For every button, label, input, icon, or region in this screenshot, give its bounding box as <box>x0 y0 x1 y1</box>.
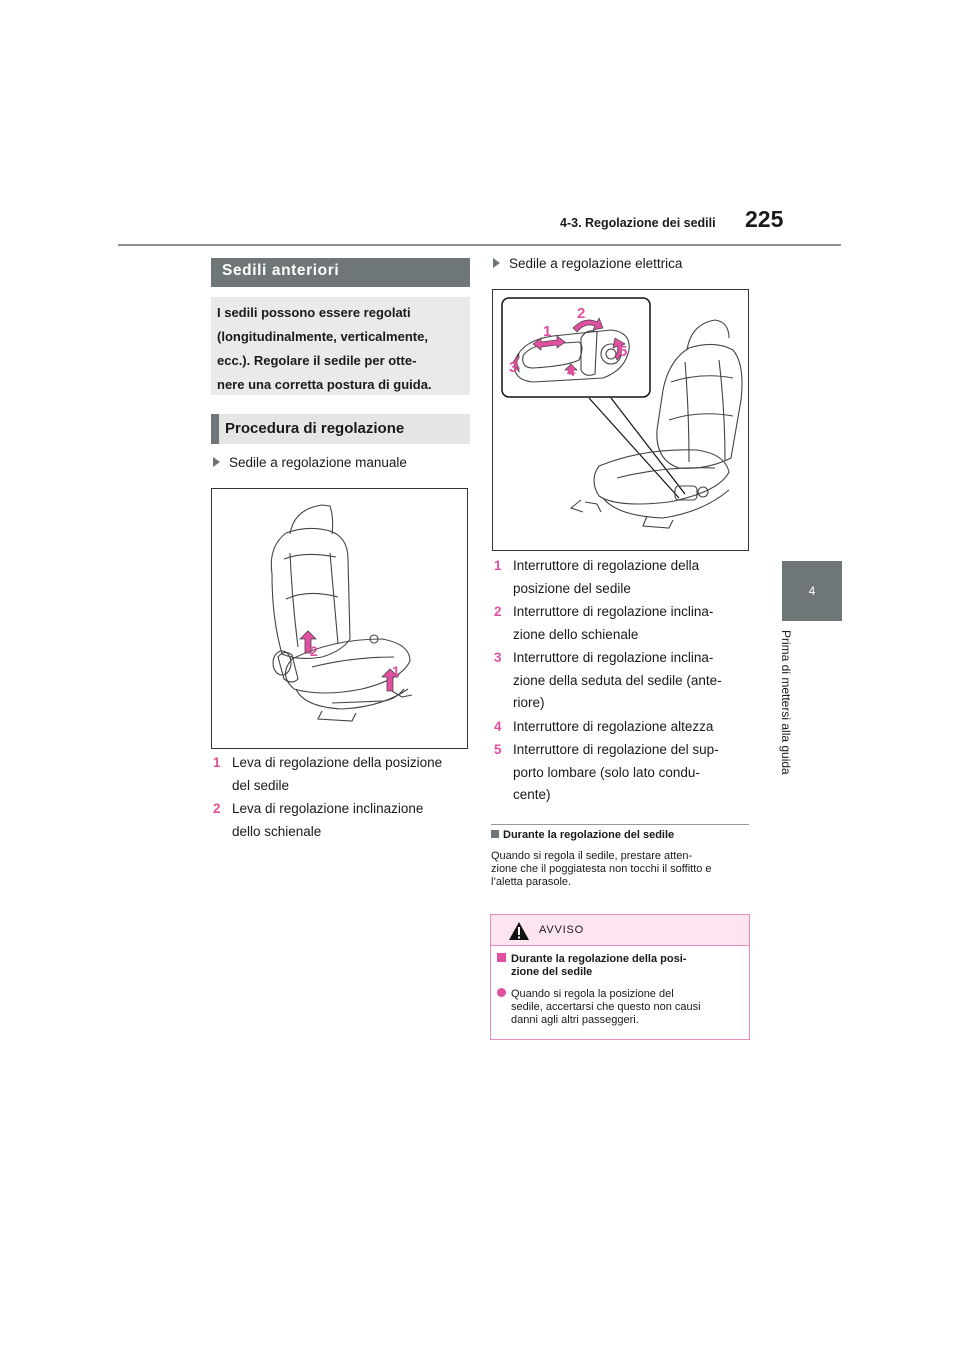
square-bullet-icon <box>491 830 499 838</box>
intro-line: nere una corretta postura di guida. <box>217 377 432 392</box>
item-number: 5 <box>494 742 502 757</box>
warning-text: Quando si regola la posizione del sedile… <box>497 988 741 1027</box>
list-item: 5 Interruttore di regolazione del sup- p… <box>494 739 754 807</box>
triangle-bullet-icon <box>213 457 220 467</box>
manual-seat-figure: 2 1 <box>211 488 468 749</box>
item-number: 2 <box>213 801 221 816</box>
item-line: zione della seduta del sedile (ante- <box>513 672 722 688</box>
arrow-2-icon <box>299 630 317 654</box>
arrow-5-icon <box>612 337 626 361</box>
warning-subheading-line: zione del sedile <box>511 966 593 978</box>
arrow-2-icon <box>572 317 604 333</box>
page-number: 225 <box>745 206 784 232</box>
item-line: dello schienale <box>232 823 322 839</box>
callout-1: 1 <box>543 323 551 340</box>
warning-box: AVVISO Durante la regolazione della posi… <box>490 914 750 1040</box>
warning-triangle-icon <box>509 922 529 940</box>
header-rule <box>118 244 841 246</box>
list-item: 2 Interruttore di regolazione inclina- z… <box>494 601 754 646</box>
chapter-title-text: Prima di mettersi alla guida <box>779 630 793 775</box>
warning-subheading: Durante la regolazione della posi- zione… <box>497 953 741 979</box>
circle-bullet-icon <box>497 988 506 997</box>
list-item: 2 Leva di regolazione inclinazione dello… <box>213 798 471 843</box>
chapter-title: Prima di mettersi alla guida <box>775 630 805 780</box>
item-line: del sedile <box>232 777 290 793</box>
item-line: Interruttore di regolazione inclina- <box>513 650 714 665</box>
intro-line: I sedili possono essere regolati <box>217 305 411 320</box>
manual-items-list: 1 Leva di regolazione della posizione de… <box>213 752 471 844</box>
warning-subheading-line: Durante la regolazione della posi- <box>511 953 687 965</box>
intro-line: ecc.). Regolare il sedile per otte- <box>217 353 417 368</box>
list-item: 1 Leva di regolazione della posizione de… <box>213 752 471 797</box>
callout-1: 1 <box>392 663 400 679</box>
list-item: 1 Interruttore di regolazione della posi… <box>494 555 754 600</box>
callout-3: 3 <box>509 359 517 376</box>
item-line: Interruttore di regolazione inclina- <box>513 604 714 619</box>
item-line: riore) <box>513 695 545 710</box>
chapter-tab: 4 <box>782 561 842 621</box>
warning-text-line: danni agli altri passeggeri. <box>511 1014 639 1026</box>
item-line: Interruttore di regolazione del sup- <box>513 742 719 757</box>
heading-procedura: Procedura di regolazione <box>211 414 470 444</box>
item-line: Leva di regolazione inclinazione <box>232 801 424 816</box>
item-line: cente) <box>513 787 551 802</box>
manual-seat-label: Sedile a regolazione manuale <box>213 455 407 470</box>
manual-seat-illustration: 2 1 <box>270 504 413 722</box>
item-number: 4 <box>494 718 502 734</box>
electric-seat-figure: 1 2 3 4 5 <box>492 289 749 551</box>
section-title: 4-3. Regolazione dei sedili <box>560 216 716 230</box>
item-line: posizione del sedile <box>513 580 631 596</box>
warning-title: AVVISO <box>539 924 584 936</box>
note-heading-text: Durante la regolazione del sedile <box>503 829 675 841</box>
intro-line: (longitudinalmente, verticalmente, <box>217 329 428 344</box>
heading-sedili-anteriori: Sedili anteriori <box>211 258 470 287</box>
item-line: porto lombare (solo lato condu- <box>513 764 700 780</box>
note-line: zione che il poggiatesta non tocchi il s… <box>491 863 712 875</box>
arrow-1-icon <box>532 335 566 351</box>
electric-items-list: 1 Interruttore di regolazione della posi… <box>494 555 754 808</box>
item-number: 3 <box>494 650 502 665</box>
triangle-bullet-icon <box>493 258 500 268</box>
electric-seat-text: Sedile a regolazione elettrica <box>509 256 683 271</box>
warning-header: AVVISO <box>491 915 749 946</box>
note-divider <box>491 824 749 825</box>
callout-2: 2 <box>310 643 318 659</box>
electric-seat-illustration: 1 2 3 4 5 <box>501 297 743 529</box>
note-line: Quando si regola il sedile, prestare att… <box>491 850 693 862</box>
warning-text-line: sedile, accertarsi che questo non causi <box>511 1001 701 1013</box>
callout-5: 5 <box>619 343 627 360</box>
arrow-4-icon <box>564 363 578 375</box>
intro-box: I sedili possono essere regolati (longit… <box>211 297 470 395</box>
item-line: Leva di regolazione della posizione <box>232 755 443 770</box>
warning-text-line: Quando si regola la posizione del <box>511 988 674 1000</box>
manual-seat-text: Sedile a regolazione manuale <box>229 455 407 470</box>
square-bullet-icon <box>497 953 506 962</box>
item-number: 1 <box>213 755 221 770</box>
list-item: 4 Interruttore di regolazione altezza <box>494 716 754 739</box>
note-line: l’aletta parasole. <box>491 876 572 888</box>
arrow-1-icon <box>381 668 399 692</box>
item-number: 1 <box>494 558 502 573</box>
item-line: Interruttore di regolazione altezza <box>513 718 714 734</box>
list-item: 3 Interruttore di regolazione inclina- z… <box>494 647 754 715</box>
note-text: Quando si regola il sedile, prestare att… <box>491 850 751 889</box>
electric-seat-label: Sedile a regolazione elettrica <box>493 256 682 271</box>
callout-2: 2 <box>577 305 585 322</box>
note-heading: Durante la regolazione del sedile <box>491 829 674 841</box>
item-number: 2 <box>494 604 502 619</box>
arrow-3-icon <box>512 352 520 374</box>
item-line: zione dello schienale <box>513 626 639 642</box>
callout-4: 4 <box>567 363 576 380</box>
item-line: Interruttore di regolazione della <box>513 558 700 573</box>
